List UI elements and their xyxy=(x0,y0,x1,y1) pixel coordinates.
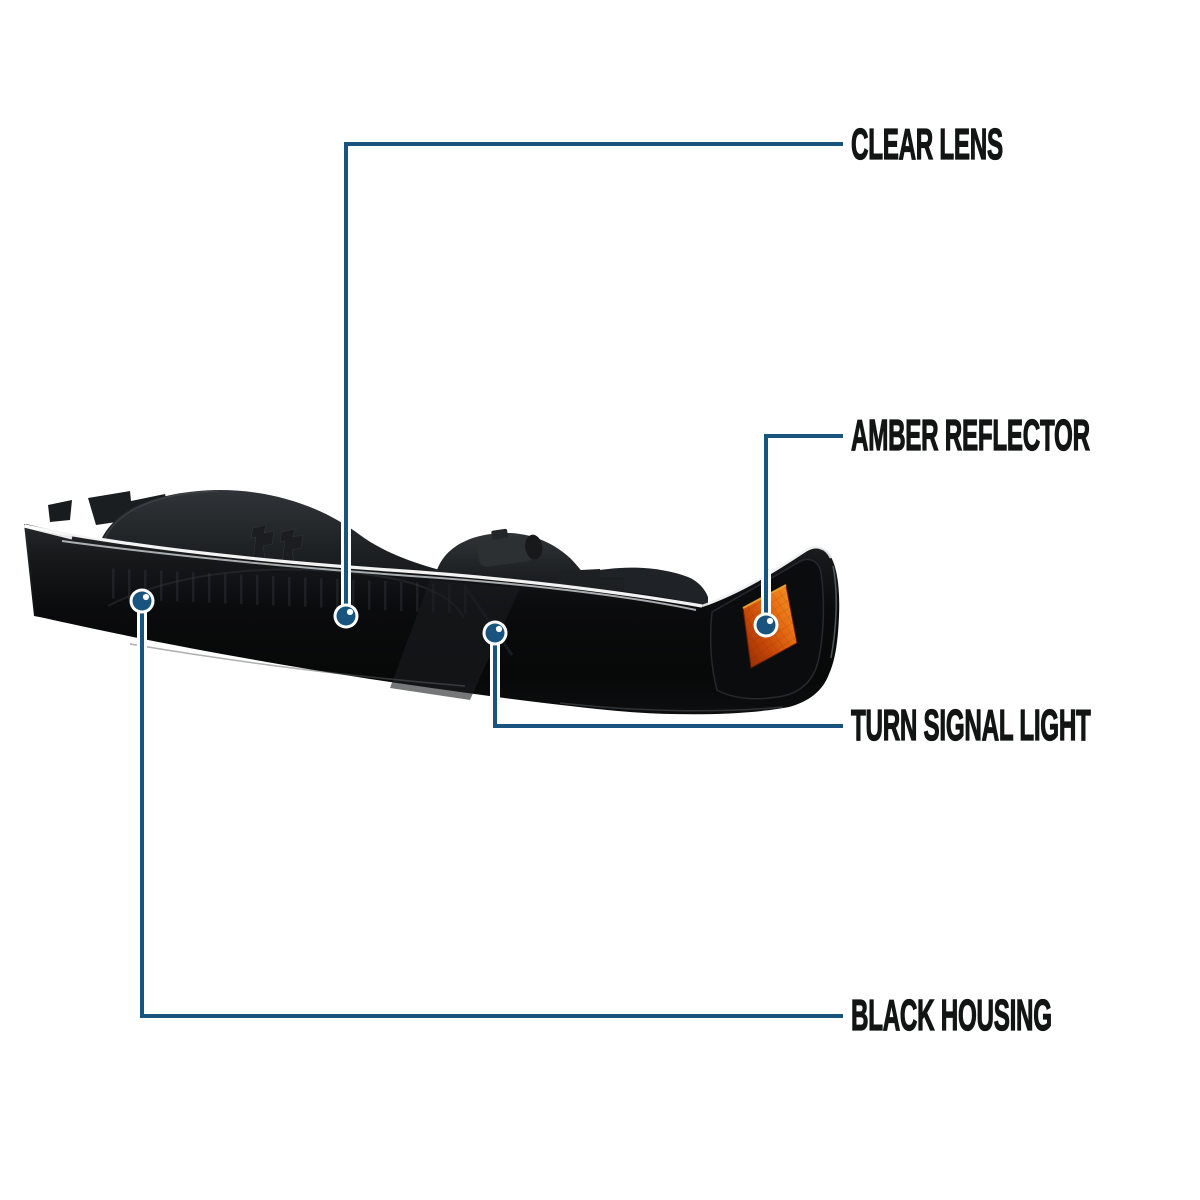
callout-marker-turn-signal-light xyxy=(482,620,508,646)
callout-line-black-housing xyxy=(137,601,843,1021)
chrome-trim-highlight xyxy=(24,524,703,608)
callout-label-amber-reflector: AMBER REFLECTOR xyxy=(851,411,1091,460)
push-clip xyxy=(250,524,275,560)
mounting-tab-left-small xyxy=(48,500,72,522)
bottom-edge-highlight xyxy=(129,643,466,687)
callout-line-clear-lens xyxy=(341,139,843,616)
callout-label-clear-lens: CLEAR LENS xyxy=(851,120,1004,169)
chrome-rim-right-edge xyxy=(830,565,837,659)
push-clip xyxy=(279,528,304,564)
chrome-cap-highlight xyxy=(23,524,73,540)
chrome-rim-right xyxy=(701,545,833,608)
callout-marker-black-housing xyxy=(129,588,155,614)
bottom-edge-highlight-right xyxy=(559,702,784,712)
chrome-trim-highlight-lower xyxy=(61,540,697,611)
callout-label-turn-signal-light: TURN SIGNAL LIGHT xyxy=(851,701,1092,750)
callout-marker-amber-reflector xyxy=(753,612,779,638)
callout-line-turn-signal-light xyxy=(490,633,843,731)
lens-face-reflection xyxy=(390,580,520,700)
callout-line-amber-reflector xyxy=(761,431,843,625)
callout-marker-clear-lens xyxy=(333,603,359,629)
bulb-socket xyxy=(477,528,543,567)
callout-label-black-housing: BLACK HOUSING xyxy=(851,991,1053,1040)
lens-rib-texture xyxy=(100,568,470,614)
